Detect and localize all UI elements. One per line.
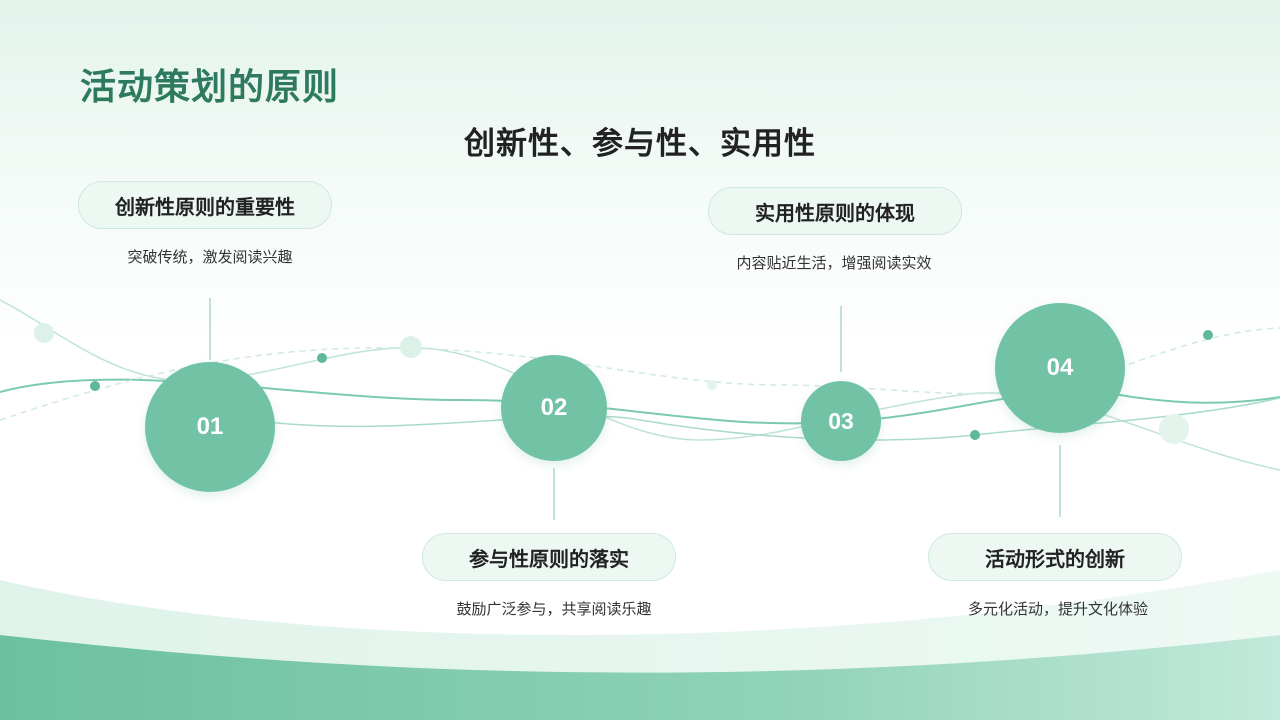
- step-3-description: 内容贴近生活，增强阅读实效: [736, 254, 932, 272]
- page-title: 活动策划的原则: [80, 67, 340, 108]
- step-1-heading: 创新性原则的重要性: [78, 181, 332, 229]
- decor-dot: [400, 336, 422, 358]
- decor-dot: [90, 381, 100, 391]
- step-3-heading: 实用性原则的体现: [708, 187, 962, 235]
- step-1-connector: [209, 298, 211, 360]
- step-4-description: 多元化活动，提升文化体验: [967, 600, 1148, 618]
- step-1-description: 突破传统，激发阅读兴趣: [127, 248, 293, 266]
- step-2-connector: [553, 468, 555, 520]
- step-4-number: 04: [1046, 354, 1074, 381]
- flow-line-lower: [249, 397, 1280, 441]
- step-1-heading-text: 创新性原则的重要性: [115, 194, 295, 219]
- step-2-description: 鼓励广泛参与，共享阅读乐趣: [456, 600, 652, 618]
- step-4-heading: 活动形式的创新: [928, 533, 1182, 581]
- step-4-connector: [1059, 445, 1061, 517]
- decor-dot: [707, 380, 717, 390]
- decor-dot: [317, 353, 327, 363]
- step-3-circle: 03: [801, 381, 881, 461]
- decor-dot: [1159, 414, 1189, 444]
- decor-dot: [970, 430, 980, 440]
- step-2-number: 02: [540, 394, 568, 421]
- step-2-heading: 参与性原则的落实: [422, 533, 676, 581]
- decor-dot: [1203, 330, 1213, 340]
- step-3-number: 03: [828, 407, 854, 434]
- bottom-wave-front: [0, 635, 1280, 720]
- step-2-circle: 02: [501, 355, 607, 461]
- step-3-heading-text: 实用性原则的体现: [755, 200, 915, 225]
- step-1-circle: 01: [145, 362, 275, 492]
- step-1-number: 01: [196, 413, 224, 440]
- step-4-circle: 04: [995, 303, 1125, 433]
- page-subtitle: 创新性、参与性、实用性: [464, 126, 816, 162]
- decor-dot: [34, 323, 54, 343]
- step-2-heading-text: 参与性原则的落实: [469, 546, 629, 571]
- step-4-heading-text: 活动形式的创新: [985, 546, 1125, 571]
- step-3-connector: [840, 306, 842, 372]
